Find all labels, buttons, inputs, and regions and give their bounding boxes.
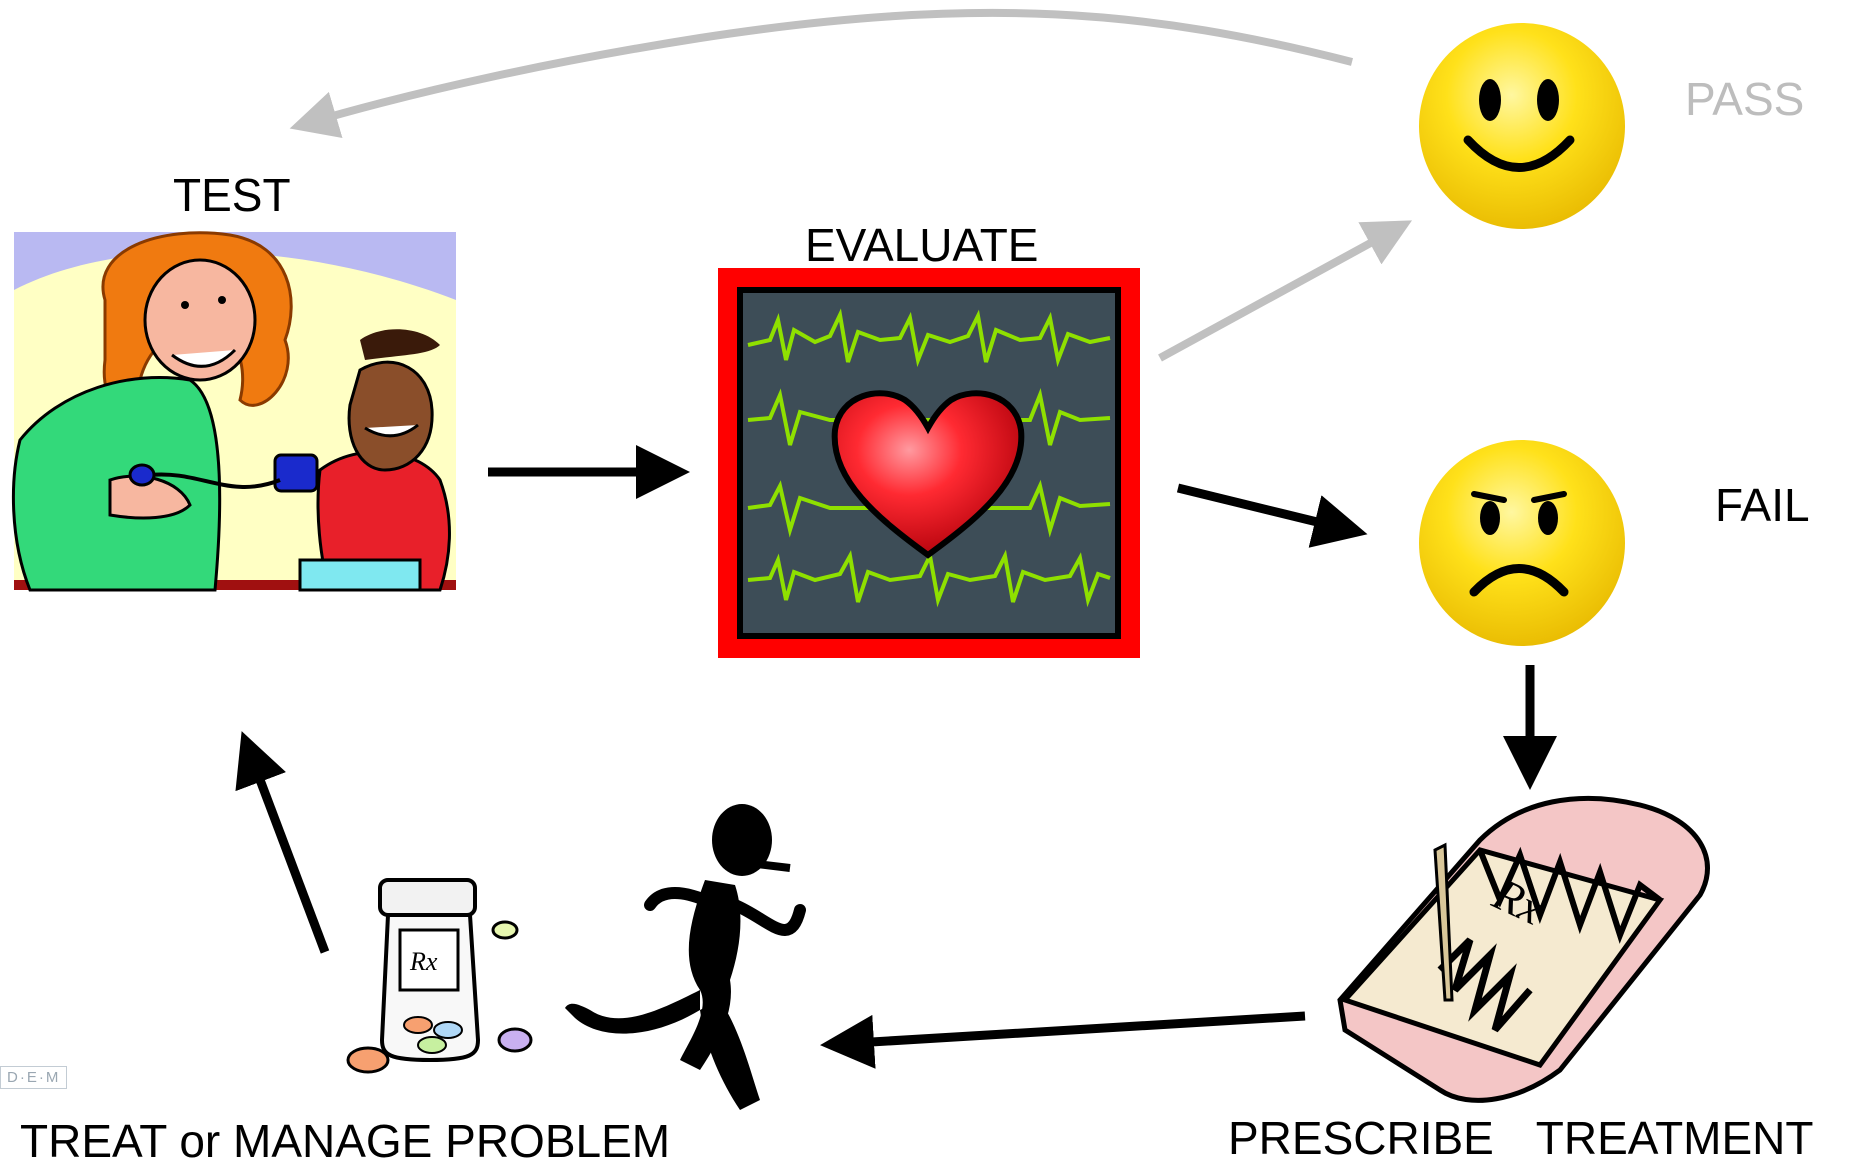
label-prescribe: PRESCRIBE TREATMENT [1228,1112,1814,1164]
prescription-pad-icon: Rx [1337,795,1710,1103]
dem-logo: D·E·M [0,1066,68,1089]
arrow-evaluate-to-pass [1158,220,1413,362]
arrow-prescribe-to-treat [820,1011,1306,1069]
blood-pressure-test-icon [11,231,456,592]
label-test: TEST [173,169,291,221]
label-pass: PASS [1685,73,1805,125]
heart-shape [831,390,1025,559]
heart-monitor-icon [718,268,1140,658]
label-evaluate: EVALUATE [805,219,1039,271]
running-man-icon [565,804,806,1110]
happy-face-icon [1419,23,1625,229]
svg-text:Rx: Rx [409,947,438,976]
ecg-line-1 [747,308,1111,368]
pill-bottle-icon: Rx [346,878,533,1074]
arrow-treat-to-test [235,731,330,954]
ecg-line-4 [747,549,1111,608]
sad-face-icon [1419,440,1625,646]
label-fail: FAIL [1715,479,1810,531]
label-treat: TREAT or MANAGE PROBLEM [20,1115,671,1167]
arrow-evaluate-to-fail [1176,483,1368,548]
arrow-pass-to-test [289,8,1353,138]
